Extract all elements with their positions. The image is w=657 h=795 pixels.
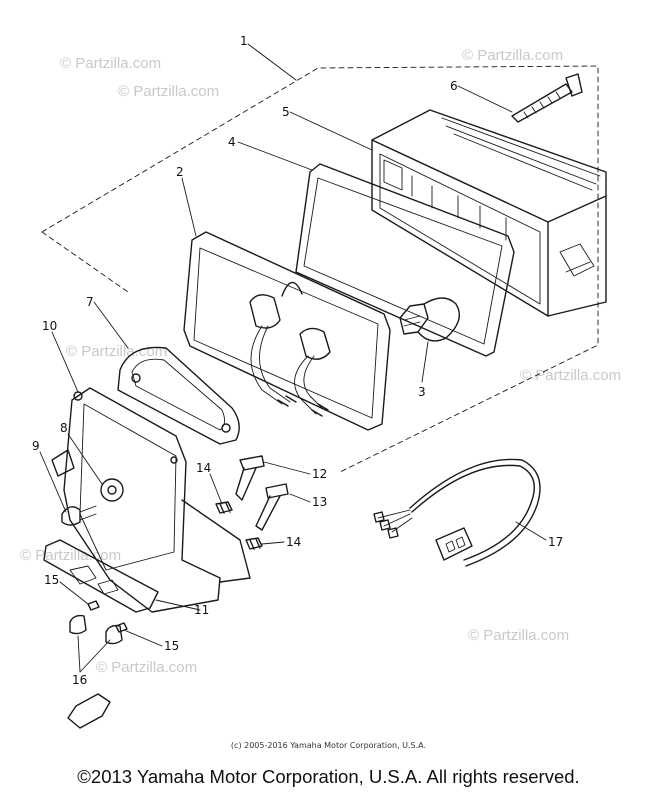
part-9-bolt (61, 505, 97, 526)
callout-15: 15 (164, 639, 179, 653)
watermark: © Partzilla.com (66, 343, 167, 360)
part-14-nut (215, 501, 233, 514)
copyright-main: ©2013 Yamaha Motor Corporation, U.S.A. A… (77, 766, 580, 787)
callout-1: 1 (240, 34, 248, 48)
callout-6: 6 (450, 79, 458, 93)
part-10-bracket (51, 387, 251, 613)
fwd-label: FWD (79, 704, 97, 719)
callout-13: 13 (312, 495, 327, 509)
fwd-arrow: FWD (67, 693, 111, 729)
callout-10: 10 (42, 319, 57, 333)
part-8-washer (100, 478, 124, 502)
callout-4: 4 (228, 135, 236, 149)
part-4-gasket (295, 163, 515, 357)
callout-9: 9 (32, 439, 40, 453)
watermark: © Partzilla.com (20, 547, 121, 564)
part-16-grommet (69, 614, 87, 635)
watermark: © Partzilla.com (118, 83, 219, 100)
watermark: © Partzilla.com (468, 627, 569, 644)
callout-5: 5 (282, 105, 290, 119)
part-11-plate-holder (43, 539, 159, 613)
callout-2: 2 (176, 165, 184, 179)
part-12-stud (235, 455, 265, 501)
part-14-nut (245, 537, 263, 550)
watermark: © Partzilla.com (462, 47, 563, 64)
part-3-bulb (399, 297, 460, 342)
callout-14: 14 (196, 461, 211, 475)
watermark: © Partzilla.com (96, 659, 197, 676)
callout-8: 8 (60, 421, 68, 435)
part-17-wire-harness (373, 458, 541, 567)
part-15-nut (87, 600, 100, 611)
callout-12: 12 (312, 467, 327, 481)
taillight-exploded-diagram: © Partzilla.com © Partzilla.com © Partzi… (20, 34, 621, 729)
callout-17: 17 (548, 535, 563, 549)
callout-7: 7 (86, 295, 94, 309)
leader-lines (39, 43, 547, 673)
copyright-small: (c) 2005-2016 Yamaha Motor Corporation, … (230, 741, 427, 750)
socket-and-wires (249, 281, 331, 417)
part-2-base-plate (183, 231, 391, 431)
part-6-screw (511, 73, 583, 123)
part-15-nut (115, 622, 128, 633)
callout-11: 11 (194, 603, 209, 617)
part-16-grommet (105, 624, 123, 645)
callout-15: 15 (44, 573, 59, 587)
watermark: © Partzilla.com (60, 55, 161, 72)
part-7-bracket-gasket (117, 346, 240, 445)
part-5-lens (371, 109, 607, 317)
callout-3: 3 (418, 385, 426, 399)
part-13-stud (255, 483, 289, 531)
assembly-boundary (41, 65, 599, 473)
callout-14: 14 (286, 535, 301, 549)
callout-16: 16 (72, 673, 87, 687)
